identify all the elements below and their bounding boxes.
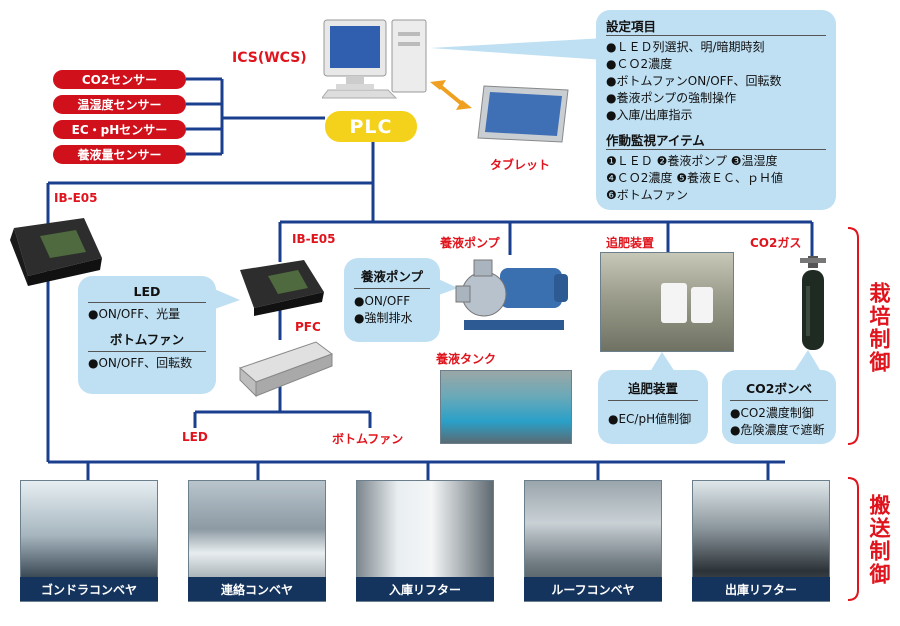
- settings-item: ●ＣＯ2濃度: [606, 57, 673, 71]
- ib-left-label: IB-E05: [54, 191, 98, 205]
- fertilizer-photo: [600, 252, 734, 352]
- co2-bubble-item: ●危険濃度で遮断: [730, 423, 825, 437]
- settings-item: ●ＬＥＤ列選択、明/暗期時刻: [606, 40, 765, 54]
- tank-photo: [440, 370, 572, 444]
- led-bubble: LED ●ON/OFF、光量 ボトムファン ●ON/OFF、回転数: [78, 276, 216, 394]
- fertilizer-bubble-title: 追肥装置: [608, 378, 698, 401]
- fan-bubble-item: ●ON/OFF、回転数: [88, 356, 193, 370]
- co2-gas-label: CO2ガス: [750, 236, 802, 250]
- led-bubble-title: LED: [88, 284, 206, 303]
- monitor-item: ❶ＬＥＤ ❷養液ポンプ ❸温湿度: [606, 154, 778, 168]
- ec-ph-sensor-badge: EC・pHセンサー: [53, 120, 186, 139]
- monitor-title: 作動監視アイテム: [606, 130, 826, 150]
- led-label: LED: [182, 430, 208, 444]
- tablet-label: タブレット: [490, 158, 551, 172]
- conveyor-caption: 入庫リフター: [356, 577, 494, 601]
- bottom-fan-label: ボトムファン: [332, 432, 404, 446]
- plc-badge: PLC: [325, 111, 417, 142]
- pfc-unit-icon: [239, 341, 334, 398]
- co2-sensor-badge: CO2センサー: [53, 70, 186, 89]
- pump-bubble-item: ●強制排水: [354, 311, 413, 325]
- co2-bubble-title: CO2ボンベ: [730, 378, 828, 401]
- ib-module-icon: [10, 218, 102, 286]
- conveyor-caption: 連絡コンベヤ: [188, 577, 326, 601]
- transport-control-label: 搬送制御: [867, 494, 891, 586]
- co2-cylinder-icon: [800, 256, 826, 350]
- settings-panel: 設定項目 ●ＬＥＤ列選択、明/暗期時刻 ●ＣＯ2濃度 ●ボトムファンON/OFF…: [596, 10, 836, 210]
- settings-item: ●ボトムファンON/OFF、回転数: [606, 74, 782, 88]
- pfc-label: PFC: [295, 320, 321, 334]
- ib-center-label: IB-E05: [292, 232, 336, 246]
- settings-item: ●入庫/出庫指示: [606, 108, 693, 122]
- fertilizer-label: 追肥装置: [606, 236, 655, 250]
- led-bubble-item: ●ON/OFF、光量: [88, 307, 181, 321]
- tank-label: 養液タンク: [436, 352, 497, 366]
- ib-module-icon: [240, 260, 324, 316]
- ics-label: ICS(WCS): [232, 50, 307, 66]
- fertilizer-bubble-item: ●EC/pH値制御: [608, 412, 692, 426]
- co2-bubble-item: ●CO2濃度制御: [730, 406, 814, 420]
- conveyor-caption: ルーフコンベヤ: [524, 577, 662, 601]
- monitor-item: ❻ボトムファン: [606, 188, 689, 202]
- fan-bubble-title: ボトムファン: [88, 329, 206, 352]
- monitor-item: ❹ＣＯ2濃度 ❺養液ＥＣ、ｐＨ値: [606, 171, 783, 185]
- settings-item: ●養液ポンプの強制操作: [606, 91, 737, 105]
- pump-label: 養液ポンプ: [440, 236, 500, 250]
- co2-bubble: CO2ボンベ ●CO2濃度制御 ●危険濃度で遮断: [722, 370, 836, 444]
- pump-bubble-title: 養液ポンプ: [354, 266, 430, 289]
- pump-bubble-item: ●ON/OFF: [354, 294, 411, 308]
- nutrient-level-sensor-badge: 養液量センサー: [53, 145, 186, 164]
- conveyor-caption: 出庫リフター: [692, 577, 830, 601]
- cultivation-control-label: 栽培制御: [867, 282, 891, 374]
- computer-icon: [322, 19, 427, 99]
- tablet-icon: [477, 85, 569, 143]
- conveyor-caption: ゴンドラコンベヤ: [20, 577, 158, 601]
- fertilizer-bubble: 追肥装置 ●EC/pH値制御: [598, 370, 708, 444]
- pump-icon: [455, 259, 568, 330]
- humidity-sensor-badge: 温湿度センサー: [53, 95, 186, 114]
- pump-bubble: 養液ポンプ ●ON/OFF ●強制排水: [344, 258, 440, 342]
- settings-title: 設定項目: [606, 16, 826, 36]
